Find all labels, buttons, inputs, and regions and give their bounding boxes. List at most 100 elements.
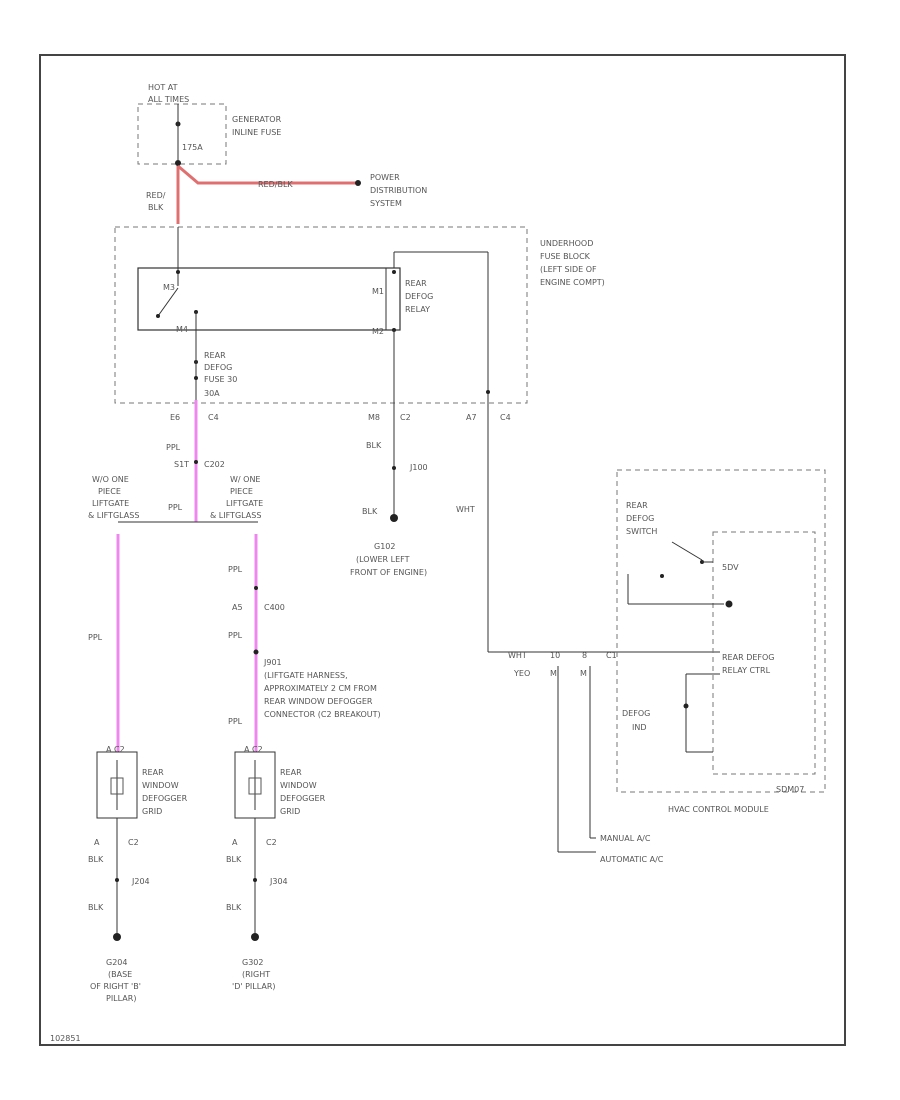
system-label: SYSTEM (370, 199, 402, 208)
pin-a7: A7 (466, 413, 477, 422)
g204-label-1: G204 (106, 958, 127, 967)
g204-label-4: PILLAR) (106, 994, 136, 1003)
power-label: POWER (370, 173, 400, 182)
all-times-label: ALL TIMES (148, 95, 189, 104)
generator-label: GENERATOR (232, 115, 282, 124)
blk-label-g102b: BLK (362, 507, 378, 516)
j901-label: J901 (263, 658, 282, 667)
g204-ground-dot (113, 933, 121, 941)
wo-one-2: PIECE (98, 487, 121, 496)
wht-label: WHT (456, 505, 475, 514)
hvac-pin-c1: C1 (606, 651, 617, 660)
hvac-pin-m2: M (580, 669, 587, 678)
inline-fuse-label: INLINE FUSE (232, 128, 281, 137)
switch-label-1: REAR (626, 501, 648, 510)
ppl-label-r1: PPL (228, 565, 243, 574)
g302-label-1: G302 (242, 958, 263, 967)
generator-fuse-box (137, 103, 227, 165)
hvac-inner-module (712, 531, 816, 775)
w-one-2: PIECE (230, 487, 253, 496)
blk-right-1: BLK (226, 855, 242, 864)
wo-one-4: & LIFTGLASS (88, 511, 139, 520)
relay-ctrl-1: REAR DEFOG (722, 653, 775, 662)
pin-a-left: A (94, 838, 100, 847)
hvac-pin-8: 8 (582, 651, 587, 660)
c2-left: C2 (128, 838, 139, 847)
pin-c2-a: C2 (400, 413, 411, 422)
relay-ctrl-2: RELAY CTRL (722, 666, 771, 675)
blk-right-2: BLK (226, 903, 242, 912)
defog-ind-2: IND (632, 723, 647, 732)
red-blk-wire-label: RED/BLK (258, 180, 293, 189)
fuse30-label-2: DEFOG (204, 363, 232, 372)
switch-label-2: DEFOG (626, 514, 654, 523)
pin-a-right: A (232, 838, 238, 847)
relay-label-3: RELAY (405, 305, 430, 314)
relay-switch-contact (157, 287, 179, 317)
grid-right-label-2: WINDOW (280, 781, 317, 790)
pin-c4-b: C4 (500, 413, 511, 422)
relay-pin-m2: M2 (372, 327, 384, 336)
liftgate-note-4: CONNECTOR (C2 BREAKOUT) (264, 710, 381, 719)
diagram-frame (39, 54, 846, 1046)
fuse30-label-1: REAR (204, 351, 226, 360)
red-label: RED/ (146, 191, 166, 200)
automatic-ac-label: AUTOMATIC A/C (600, 855, 664, 864)
footer-code: 102851 (50, 1034, 81, 1043)
grid-left-label-1: REAR (142, 768, 164, 777)
g302-label-2: (RIGHT (242, 970, 270, 979)
ppl-label-r2: PPL (228, 631, 243, 640)
power-dist-dot (355, 180, 361, 186)
grid-right-pin: A C2 (244, 745, 263, 754)
underhood-label-2: FUSE BLOCK (540, 252, 591, 261)
grid-left-label-4: GRID (142, 807, 162, 816)
grid-right-label-3: DEFOGGER (280, 794, 326, 803)
g302-ground-dot (251, 933, 259, 941)
g204-label-2: (BASE (108, 970, 132, 979)
g102-ground-dot (390, 514, 398, 522)
fuse30-amp: 30A (204, 389, 220, 398)
pin-e6: E6 (170, 413, 180, 422)
relay-label-2: DEFOG (405, 292, 433, 301)
ppl-label-1: PPL (166, 443, 181, 452)
liftgate-note-1: (LIFTGATE HARNESS, (264, 671, 348, 680)
blk-left-1: BLK (88, 855, 104, 864)
red-wire-to-power-dist (177, 164, 356, 185)
pin-c4-a: C4 (208, 413, 219, 422)
j304-label: J304 (269, 877, 288, 886)
j204-label: J204 (131, 877, 150, 886)
grid-left-label-2: WINDOW (142, 781, 179, 790)
grid-right-label-1: REAR (280, 768, 302, 777)
c400-label: C400 (264, 603, 285, 612)
sdm-code: SDM07 (776, 785, 804, 794)
grid-left-label-3: DEFOGGER (142, 794, 188, 803)
underhood-fuse-block (114, 226, 528, 404)
hvac-pin-10: 10 (550, 651, 560, 660)
ppl-label-left: PPL (88, 633, 103, 642)
relay-coil (385, 267, 401, 331)
hvac-control-module (616, 469, 826, 793)
g204-label-3: OF RIGHT 'B' (90, 982, 141, 991)
blk-left-2: BLK (88, 903, 104, 912)
manual-ac-label: MANUAL A/C (600, 834, 651, 843)
relay-pin-m4: M4 (176, 325, 188, 334)
underhood-label-4: ENGINE COMPT) (540, 278, 605, 287)
pin-m8: M8 (368, 413, 380, 422)
liftgate-note-3: REAR WINDOW DEFOGGER (264, 697, 373, 706)
splice-c202: C202 (204, 460, 225, 469)
relay-label-1: REAR (405, 279, 427, 288)
splice-s1t: S1T (174, 460, 189, 469)
hvac-module-label: HVAC CONTROL MODULE (668, 805, 769, 814)
rear-defog-relay (137, 267, 401, 331)
underhood-label-1: UNDERHOOD (540, 239, 593, 248)
j100-label: J100 (409, 463, 428, 472)
fuse-bottom-dot (175, 160, 181, 166)
hot-at-label: HOT AT (148, 83, 178, 92)
g302-label-3: 'D' PILLAR) (232, 982, 276, 991)
switch-label-3: SWITCH (626, 527, 657, 536)
defog-ind-1: DEFOG (622, 709, 650, 718)
grid-left-pin: A C2 (106, 745, 125, 754)
hvac-pin-m1: M (550, 669, 557, 678)
underhood-label-3: (LEFT SIDE OF (540, 265, 597, 274)
